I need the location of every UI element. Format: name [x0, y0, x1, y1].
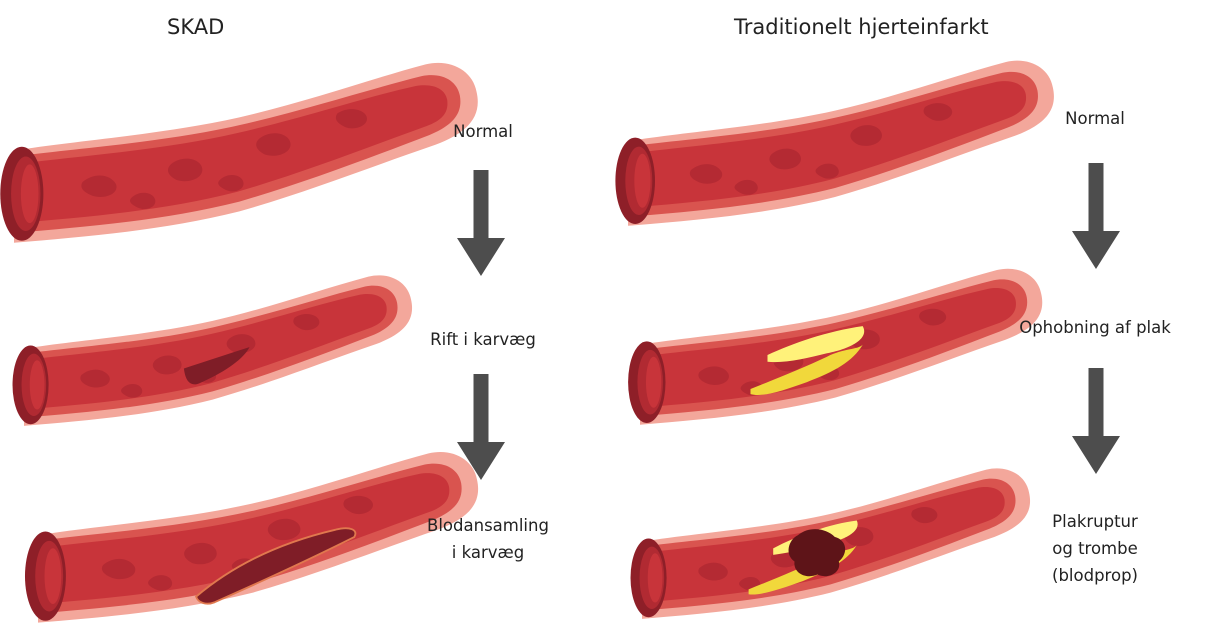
right-stage-label-rupture: Plakruptur og trombe (blodprop) — [1020, 508, 1170, 589]
left-vessel-normal — [0, 63, 477, 243]
label-line: Normal — [1020, 105, 1170, 132]
right-arrow-2 — [1072, 368, 1120, 474]
label-line: Plakruptur — [1020, 508, 1170, 535]
label-line: Rift i karvæg — [398, 326, 568, 353]
right-arrow-1 — [1072, 163, 1120, 269]
right-stage-label-normal: Normal — [1020, 105, 1170, 132]
left-vessel-tear — [13, 275, 413, 426]
label-line: Normal — [408, 118, 558, 145]
left-stage-label-tear: Rift i karvæg — [398, 326, 568, 353]
right-vessel-rupture — [631, 468, 1031, 619]
label-line: Ophobning af plak — [1005, 314, 1185, 341]
left-stage-label-normal: Normal — [408, 118, 558, 145]
left-stage-label-hematoma: Blodansamling i karvæg — [398, 512, 578, 566]
right-stage-label-plaque: Ophobning af plak — [1005, 314, 1185, 341]
right-panel-title: Traditionelt hjerteinfarkt — [734, 15, 989, 39]
label-line: (blodprop) — [1020, 562, 1170, 589]
left-arrow-1 — [457, 170, 505, 276]
left-panel-title: SKAD — [167, 15, 224, 39]
label-line: og trombe — [1020, 535, 1170, 562]
right-vessel-plaque — [628, 269, 1042, 425]
label-line: i karvæg — [398, 539, 578, 566]
right-vessel-normal — [615, 61, 1054, 226]
label-line: Blodansamling — [398, 512, 578, 539]
